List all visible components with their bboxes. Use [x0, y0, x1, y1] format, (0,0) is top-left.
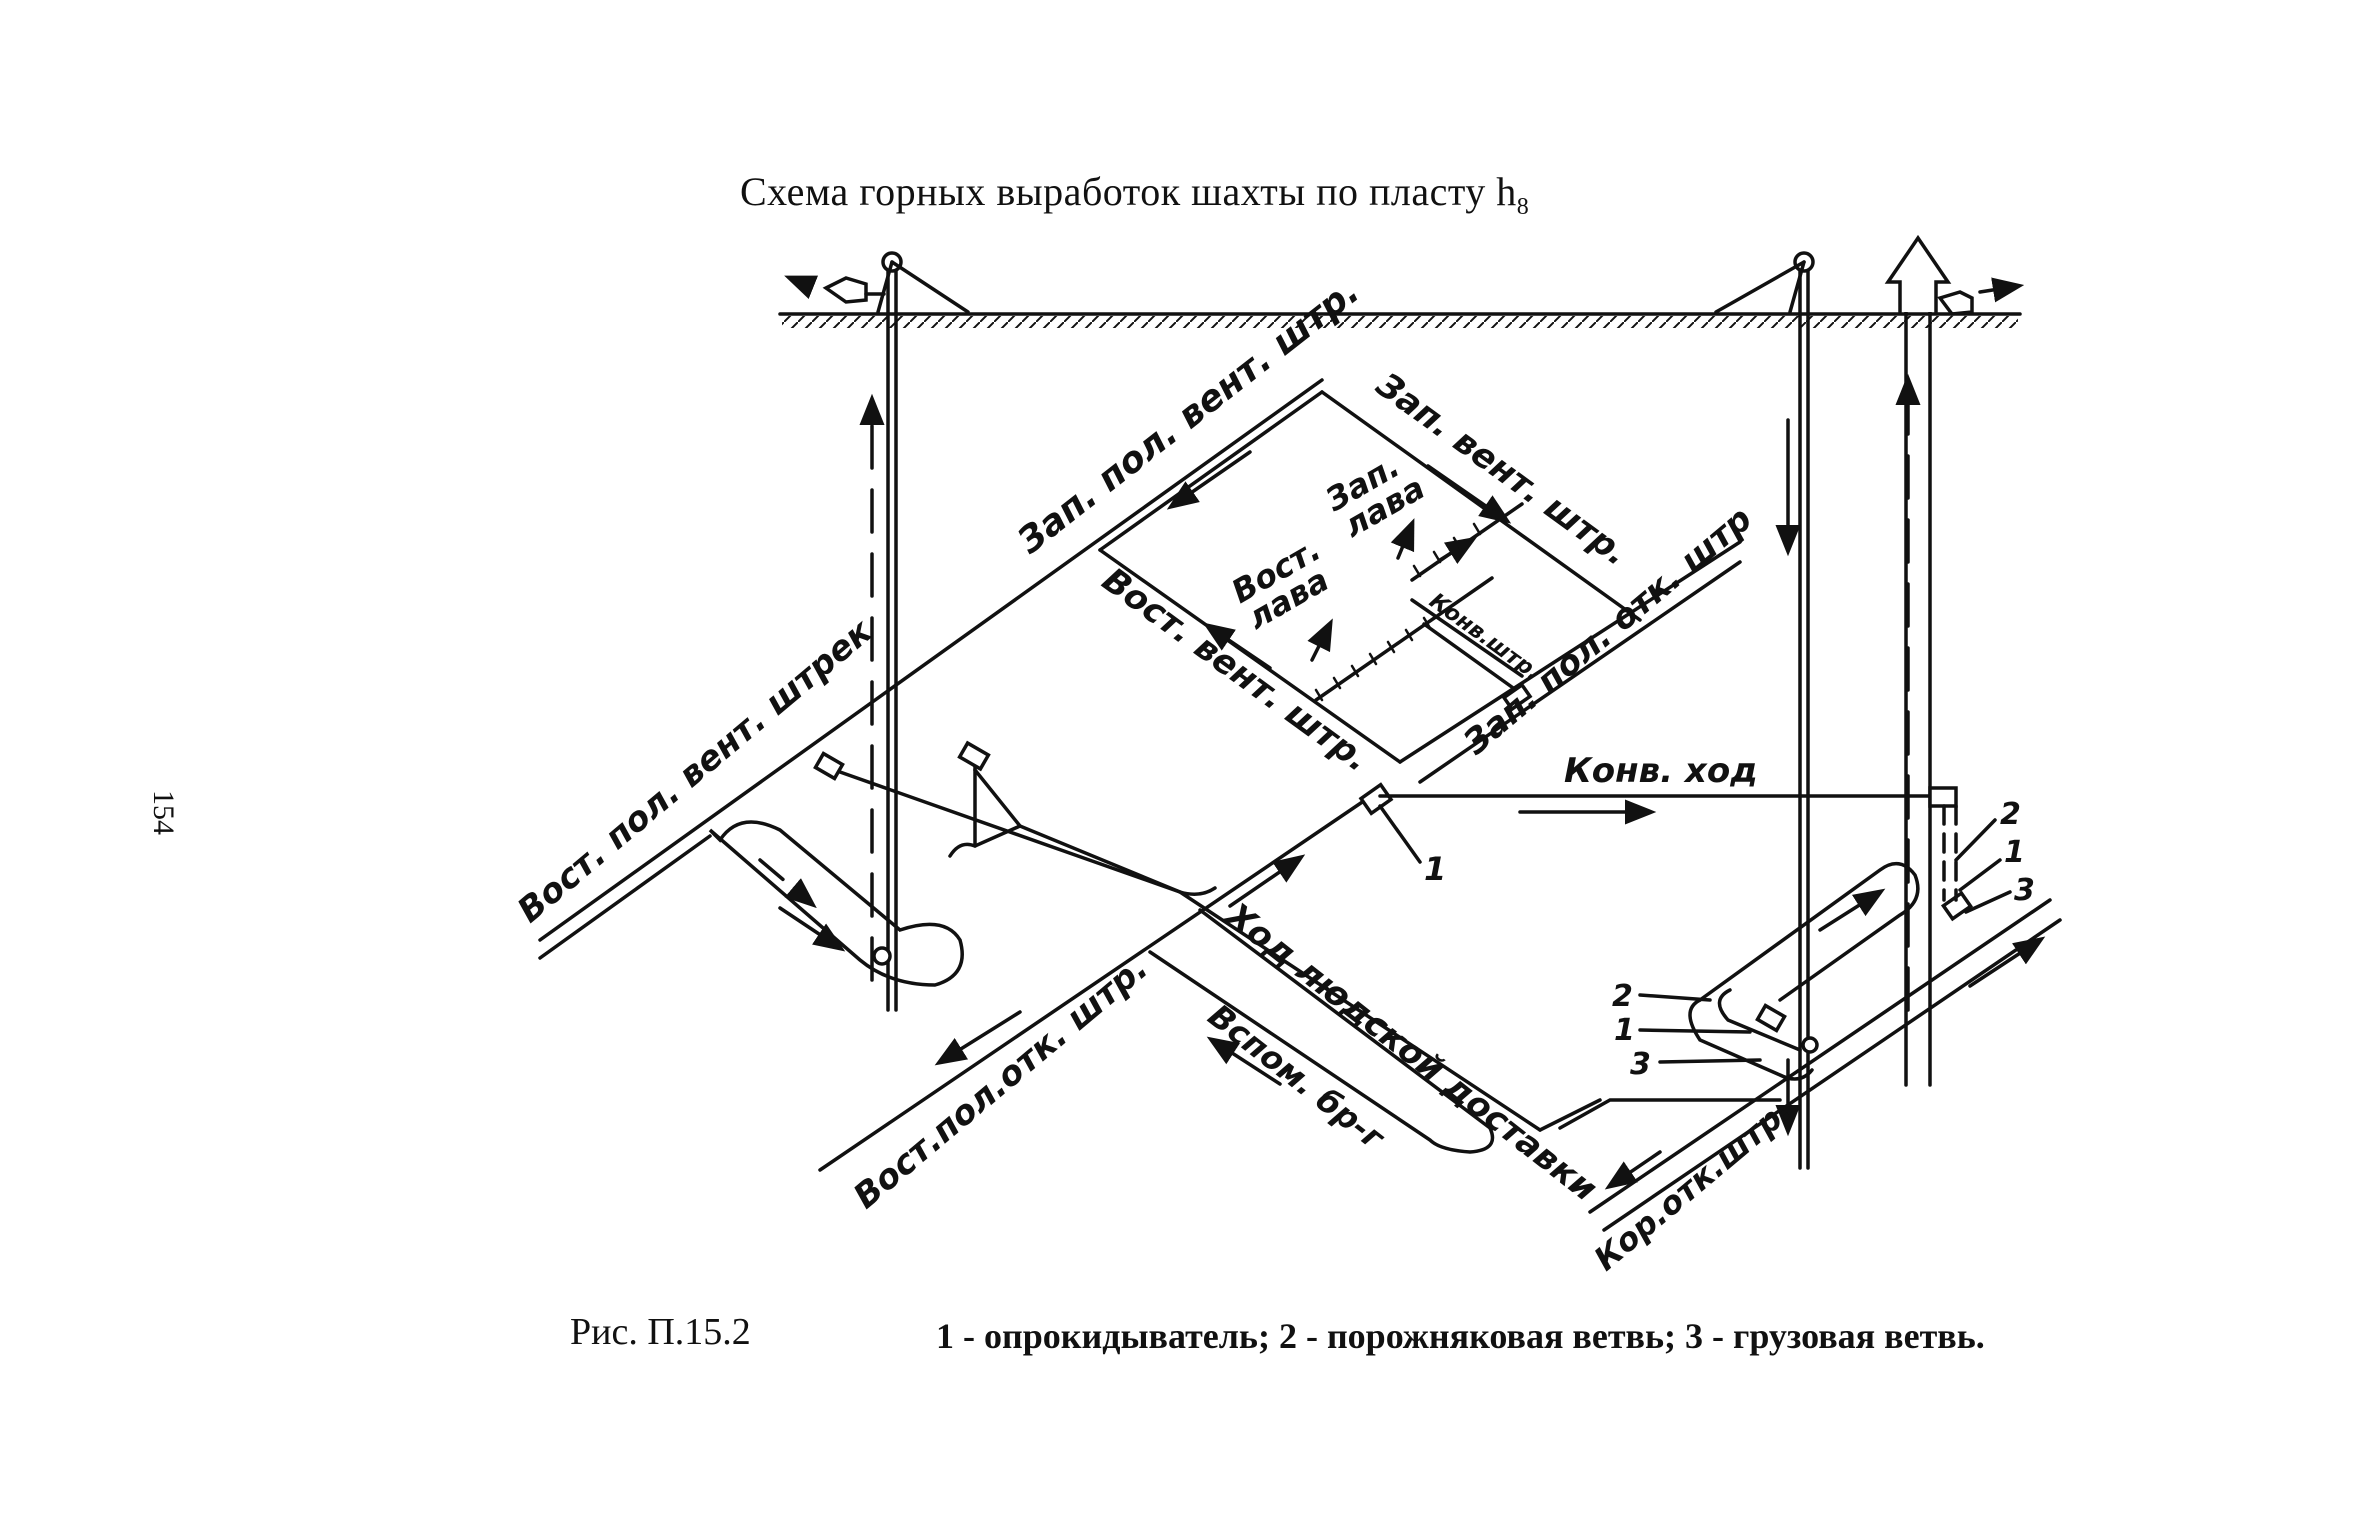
shaft-bottom-loop	[1698, 861, 1920, 1002]
left-loop-flow-arrow-2	[778, 906, 846, 952]
upper-vent-drift-inner	[1098, 390, 1324, 552]
conveyor-drift-flow-arrow	[1438, 536, 1478, 565]
kor-otk-drift	[1588, 898, 2052, 1214]
east-vent-flow-arrow	[1202, 622, 1272, 670]
central-diag	[973, 768, 1022, 828]
label-number-1-left: 1	[1614, 1013, 1635, 1048]
shaft-bottom-empty-branch	[1717, 988, 1802, 1052]
label-vost-pol-otk: Вост.пол.отк. штр.	[846, 948, 1156, 1217]
west-haulage-drift	[1398, 540, 1742, 764]
left-loop	[708, 820, 964, 987]
west-longwall-face-hatching	[1412, 508, 1502, 578]
title-text: Схема горных выработок шахты по пласту h	[740, 169, 1517, 214]
ground-hatching	[782, 316, 2018, 328]
west-vent-flow-arrow	[1426, 464, 1512, 524]
tipper-shaft-bottom	[1755, 1003, 1787, 1033]
label-number-1-right: 1	[2004, 835, 2025, 870]
label-kor-otk: Кор.отк.штр.	[1587, 1091, 1799, 1278]
kor-otk-drift-inner	[1602, 918, 2062, 1232]
title-subscript: 8	[1516, 194, 1530, 220]
label-number-1-main: 1	[1424, 850, 1446, 888]
tipper-right	[1940, 890, 1974, 922]
label-2-leader-right	[1954, 818, 1997, 862]
central-stub-box	[957, 740, 991, 772]
aux-flow-arrow	[1206, 1036, 1282, 1086]
kor-otk-flow-arrow-2	[1968, 936, 2046, 988]
kor-otk-flow-arrow-1	[1604, 1150, 1662, 1190]
central-crossing	[948, 824, 1217, 896]
lower-conveyor-drift	[1538, 1098, 1602, 1132]
label-number-2-right: 2	[2000, 797, 2021, 832]
upper-vent-flow-arrow	[1166, 450, 1252, 510]
middle-shaft-headframe	[1714, 251, 1815, 1170]
east-haulage-flow-arrow	[934, 1010, 1022, 1066]
west-haulage-drift-inner	[1418, 560, 1742, 784]
east-vent-drift-lower	[538, 834, 712, 960]
figure-legend: 1 - опрокидыватель; 2 - порожняковая вет…	[936, 1316, 1985, 1356]
label-3-leader-left	[1658, 1058, 1762, 1064]
shaft-bottom-node	[1801, 1036, 1819, 1054]
conveyor-end-box	[1928, 786, 1958, 808]
figure-label: Рис. П.15.2	[570, 1311, 751, 1353]
people-drift	[1178, 890, 1542, 1132]
main-haulage-flow-arrow	[1228, 854, 1306, 908]
label-1-leader-right	[1958, 858, 2002, 892]
conveyor-drift-lower	[1422, 622, 1518, 692]
label-3-leader-right	[1964, 890, 2012, 914]
page-title: Схема горных выработок шахты по пласту h…	[740, 168, 1529, 221]
left-loop-node	[872, 946, 892, 966]
label-1-leader-left	[1638, 1028, 1752, 1034]
left-shaft-headframe	[876, 251, 970, 1012]
aux-drift	[1198, 908, 1492, 1130]
label-number-3-left: 3	[1630, 1047, 1651, 1082]
label-number-2-left: 2	[1612, 979, 1633, 1014]
conveyor-drift-upper	[1410, 598, 1524, 678]
east-longwall-face	[1314, 576, 1494, 702]
label-konv-khod: Конв. ход	[1564, 751, 1758, 791]
label-number-3-right: 3	[2014, 873, 2035, 908]
tipper-upper	[1501, 682, 1533, 712]
west-longwall-flow-arrow	[1390, 518, 1415, 560]
label-1-leader-main	[1378, 804, 1422, 864]
label-zap-vent: Зап. вент. штр.	[1368, 364, 1636, 574]
aux-drift-loop	[1148, 950, 1495, 1154]
tipper-main	[1358, 782, 1394, 816]
upper-vent-drift	[538, 378, 1324, 942]
main-haulage-drift	[818, 788, 1382, 1172]
east-longwall-face-hatching	[1314, 616, 1432, 702]
left-loop-box	[813, 751, 845, 781]
label-2-leader-left	[1638, 993, 1712, 1002]
east-longwall-flow-arrow	[1307, 618, 1333, 662]
shaft-bottom-loop-inner	[1688, 998, 1814, 1081]
right-shaft	[1884, 234, 1952, 1087]
left-fan-icon	[784, 275, 886, 304]
shaft-bottom-upper-flow	[1818, 888, 1886, 932]
right-fan-icon	[1937, 277, 2025, 316]
left-loop-flow-arrow-1	[758, 858, 817, 909]
lower-conveyor-loop	[1558, 1098, 1782, 1130]
